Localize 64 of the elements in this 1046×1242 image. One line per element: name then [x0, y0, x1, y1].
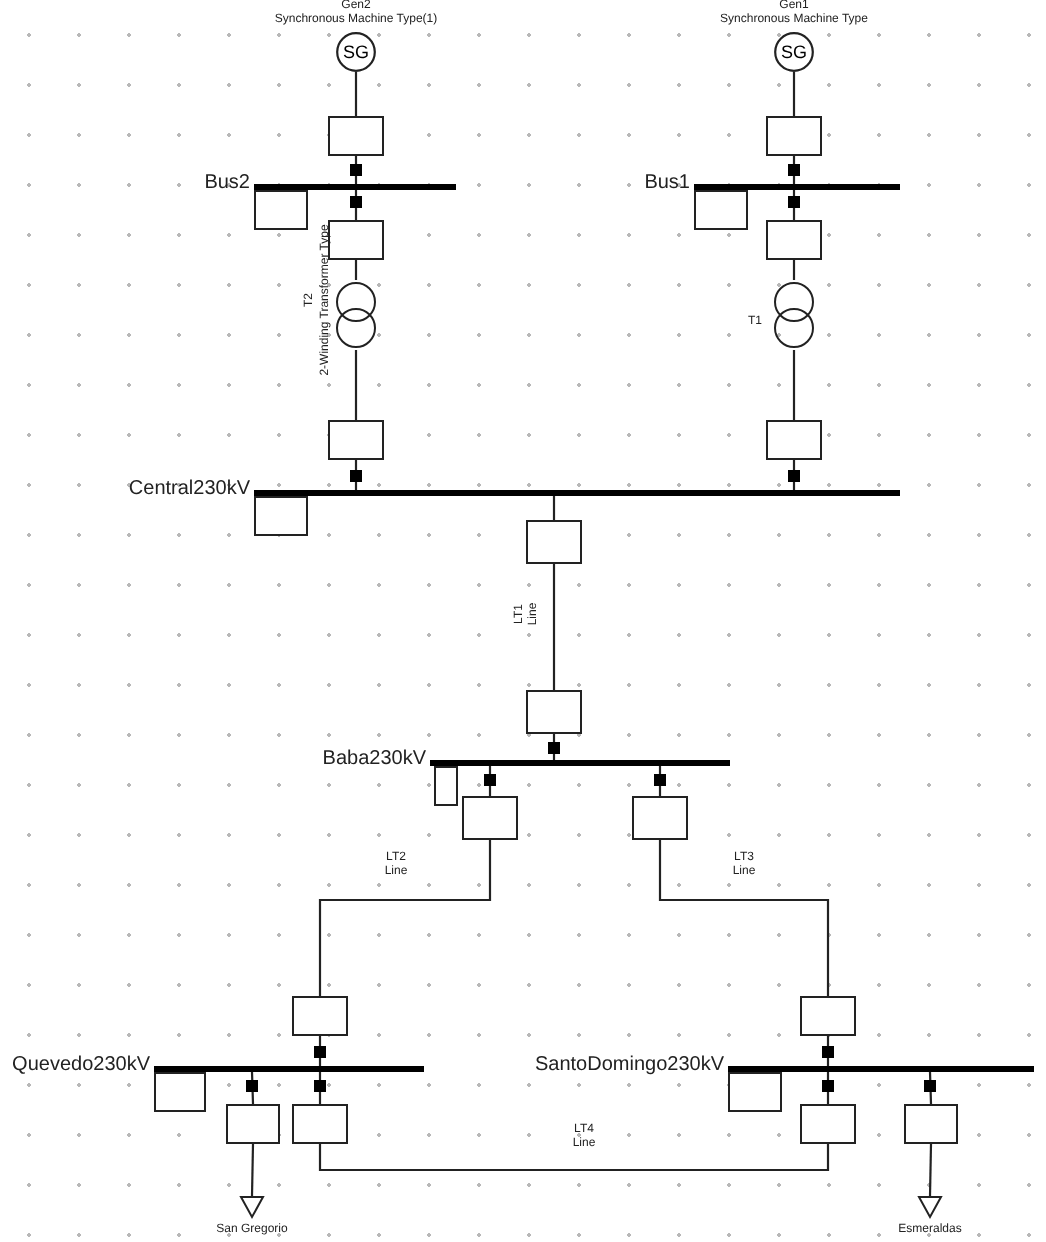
generator-symbol: SG [774, 32, 814, 72]
connector-line [792, 260, 796, 280]
cubicle-box [766, 220, 822, 260]
connector-line [250, 1143, 255, 1197]
line-connector [658, 840, 830, 996]
bus-label: Baba230kV [322, 748, 426, 770]
bus-label: Quevedo230kV [12, 1054, 150, 1076]
busbar [254, 490, 900, 496]
connector-line [354, 72, 358, 116]
cubicle-box [526, 690, 582, 734]
generator-symbol: SG [336, 32, 376, 72]
connector-line [552, 734, 556, 760]
connector-line [354, 190, 358, 220]
bus-label: SantoDomingo230kV [534, 1054, 724, 1076]
cubicle-box [526, 520, 582, 564]
connector-line [354, 156, 358, 184]
connector-line [354, 260, 358, 280]
connector-line [928, 1143, 933, 1197]
cubicle-box [292, 1104, 348, 1144]
cubicle-box [434, 766, 458, 806]
connector-line [792, 72, 796, 116]
cubicle-box [328, 220, 384, 260]
bus-label: Central230kV [128, 478, 250, 500]
cubicle-box [728, 1072, 782, 1112]
cubicle-box [254, 190, 308, 230]
connector-line [826, 1036, 830, 1066]
connector-line [792, 156, 796, 184]
busbar [254, 184, 456, 190]
line-connector [318, 1144, 830, 1172]
cubicle-box [462, 796, 518, 840]
cubicle-box [328, 116, 384, 156]
cubicle-box [800, 996, 856, 1036]
cubicle-box [694, 190, 748, 230]
cubicle-box [800, 1104, 856, 1144]
connector-line [792, 460, 796, 490]
cubicle-box [154, 1072, 206, 1112]
cubicle-box [766, 116, 822, 156]
busbar [430, 760, 730, 766]
cubicle-box [766, 420, 822, 460]
line-connector [318, 840, 492, 996]
connector-line [318, 1036, 322, 1066]
connector-line [658, 766, 662, 796]
connector-line [354, 460, 358, 490]
connector-line [488, 766, 492, 796]
cubicle-box [254, 496, 308, 536]
cubicle-box [292, 996, 348, 1036]
busbar [694, 184, 900, 190]
connector-line [250, 1071, 255, 1105]
cubicle-box [328, 420, 384, 460]
busbar [154, 1066, 424, 1072]
connector-line [826, 1072, 830, 1104]
connector-line [792, 350, 796, 420]
connector-line [792, 190, 796, 220]
connector-line [318, 1072, 322, 1104]
bus-label: Bus2 [204, 172, 250, 194]
cubicle-box [904, 1104, 958, 1144]
connector-line [354, 350, 358, 420]
cubicle-box [632, 796, 688, 840]
line-connector [552, 564, 556, 690]
busbar [728, 1066, 1034, 1072]
bus-label: Bus1 [644, 172, 690, 194]
connector-line [928, 1071, 933, 1105]
cubicle-box [226, 1104, 280, 1144]
connector-line [552, 496, 556, 520]
